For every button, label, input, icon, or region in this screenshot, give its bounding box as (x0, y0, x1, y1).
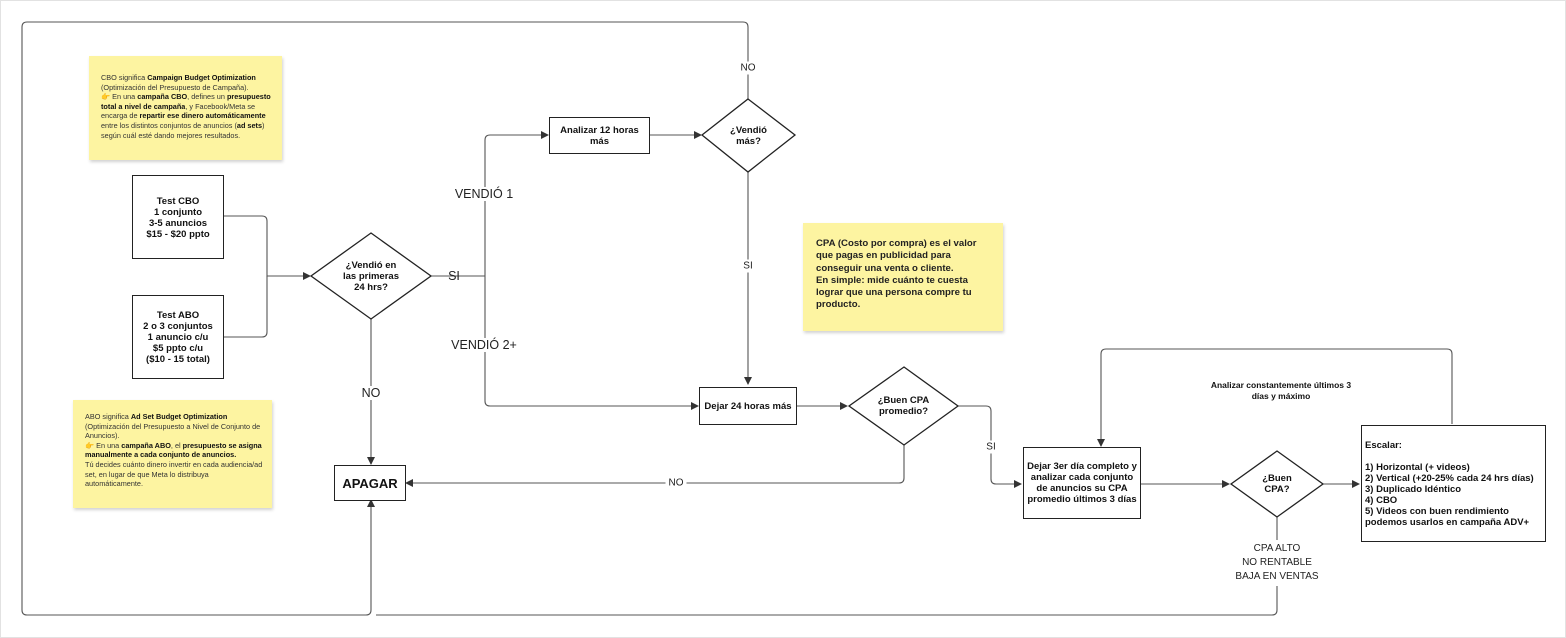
label-cpa-alto: CPA ALTO NO RENTABLE BAJA EN VENTAS (1235, 543, 1319, 582)
edge-buen-cpa-prom-no (405, 445, 905, 487)
decision-buen-cpa: ¿Buen CPA? (1262, 473, 1292, 495)
edge-vendio-mas-no (21, 21, 749, 616)
label-no-main: NO (359, 386, 383, 400)
node-apagar: APAGAR (334, 465, 406, 501)
node-escalar: Escalar: 1) Horizontal (+ videos) 2) Vert… (1361, 425, 1546, 542)
decision-buen-cpa-shape (1229, 450, 1325, 518)
label-vendio-1: VENDIÓ 1 (452, 187, 516, 201)
node-test-cbo: Test CBO 1 conjunto 3-5 anuncios $15 - $… (132, 175, 224, 259)
escalar-title: Escalar: (1365, 440, 1402, 451)
decision-buen-cpa-promedio: ¿Buen CPA promedio? (877, 395, 930, 417)
label-no-cpa: NO (665, 476, 687, 490)
escalar-items: 1) Horizontal (+ videos) 2) Vertical (+2… (1365, 462, 1534, 528)
label-no-top: NO (738, 61, 758, 75)
decision-vendio-24: ¿Vendió en las primeras 24 hrs? (343, 259, 399, 293)
edge-vendio-1 (484, 131, 549, 276)
sticky-cbo-note: CBO significa Campaign Budget Optimizati… (89, 56, 282, 160)
edge-cpa-alto-to-apagar (376, 586, 1278, 616)
label-si-cpa: SI (984, 440, 998, 454)
label-si-mid: SI (741, 259, 755, 273)
node-test-abo: Test ABO 2 o 3 conjuntos 1 anuncio c/u $… (132, 295, 224, 379)
decision-vendio-mas-shape (700, 98, 797, 173)
label-loop-note: Analizar constantemente últimos 3 días y… (1210, 380, 1352, 401)
sticky-cpa-note: CPA (Costo por compra) es el valor que p… (803, 223, 1003, 331)
sticky-abo-note: ABO significa Ad Set Budget Optimization… (73, 400, 272, 508)
decision-buen-cpa-promedio-shape (847, 366, 960, 446)
label-si-main: SI (448, 269, 460, 283)
node-dejar-3er: Dejar 3er día completo y analizar cada c… (1023, 447, 1141, 519)
edge-vendio-2 (484, 276, 699, 410)
node-dejar-24: Dejar 24 horas más (699, 387, 797, 425)
edge-escalar-loop (1097, 348, 1453, 447)
label-vendio-2: VENDIÓ 2+ (449, 338, 519, 352)
decision-vendio-24-shape (309, 232, 433, 320)
decision-vendio-mas: ¿Vendió más? (730, 124, 767, 147)
edge-abo-to-decision (224, 276, 268, 338)
node-analizar-12: Analizar 12 horas más (549, 117, 650, 154)
edge-cbo-to-decision (224, 215, 311, 280)
